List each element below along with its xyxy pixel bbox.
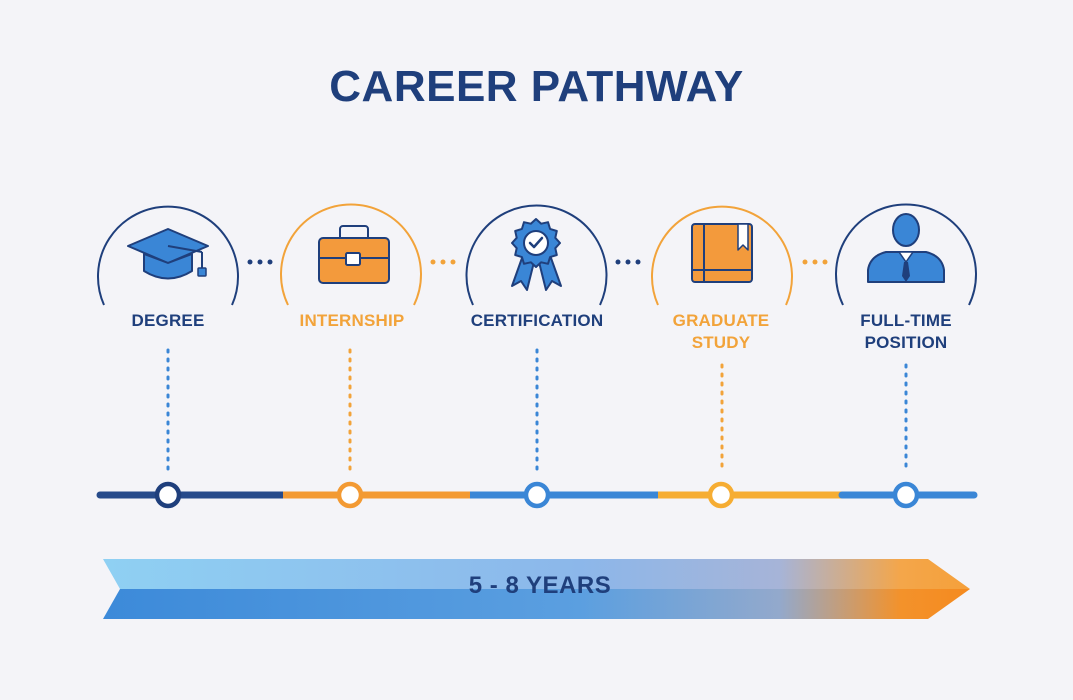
step-certification — [465, 204, 608, 509]
connector-dots — [247, 259, 273, 265]
book-icon — [691, 223, 753, 283]
connector-dots — [802, 259, 828, 265]
award-badge-icon — [511, 218, 562, 291]
step-label-graduate-study: GRADUATE STUDY — [672, 311, 770, 352]
timeline-node — [336, 481, 364, 509]
professional-person-icon — [867, 213, 945, 283]
step-full-time-position — [835, 203, 977, 509]
briefcase-icon — [318, 225, 390, 284]
duration-arrow-band — [103, 559, 970, 619]
step-degree — [97, 205, 239, 509]
step-label-internship: INTERNSHIP — [299, 311, 405, 330]
graduation-cap-icon — [127, 228, 209, 280]
connector-dots — [615, 259, 641, 265]
page-title: CAREER PATHWAY — [329, 62, 744, 111]
timeline-node — [707, 481, 735, 509]
step-label-degree: DEGREE — [131, 311, 205, 330]
step-internship — [280, 203, 422, 509]
duration-label: 5 - 8 YEARS — [468, 572, 612, 599]
timeline-node — [523, 481, 551, 509]
timeline-node — [154, 481, 182, 509]
circle-connectors — [247, 259, 828, 265]
timeline-node — [892, 481, 920, 509]
step-label-certification: CERTIFICATION — [470, 311, 604, 330]
step-label-full-time-position: FULL-TIME POSITION — [860, 311, 952, 352]
connector-dots — [430, 259, 456, 265]
step-graduate-study — [651, 205, 793, 509]
